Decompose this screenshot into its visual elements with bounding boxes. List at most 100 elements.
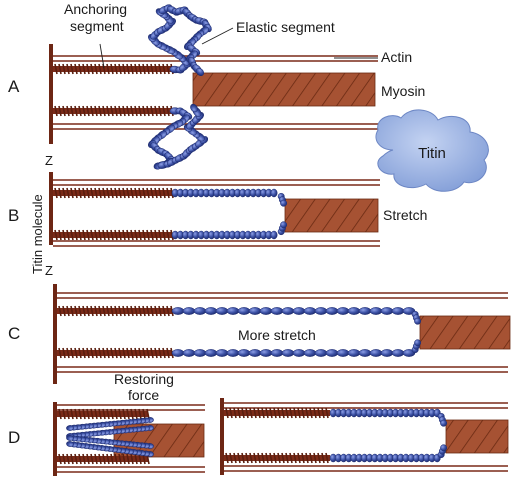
titin-bead <box>292 349 306 357</box>
panel-d-right <box>220 398 509 475</box>
titin-bead <box>226 349 240 357</box>
titin-bead <box>303 307 317 315</box>
titin-bead <box>66 435 74 441</box>
titin-bead <box>259 349 273 357</box>
restoring-force-label: force <box>128 387 159 403</box>
panel-d-left <box>53 402 205 476</box>
elastic-segment-label: Elastic segment <box>236 19 335 35</box>
titin-bead <box>281 307 295 315</box>
myosin-filament <box>445 419 509 454</box>
titin-bead <box>182 349 196 357</box>
z-disc <box>53 402 57 476</box>
z-disc <box>49 172 53 245</box>
titin-bead <box>358 307 372 315</box>
titin-bead <box>391 307 405 315</box>
anchoring-segment <box>224 452 330 464</box>
titin-bead <box>190 103 198 113</box>
z-disc <box>49 44 53 144</box>
titin-bead <box>248 307 262 315</box>
titin-bead <box>440 419 448 427</box>
titin-bead <box>237 349 251 357</box>
recoiling-elastic-segment <box>66 417 154 457</box>
elastic-segment <box>329 444 448 463</box>
panel-letter-c: C <box>8 324 20 343</box>
titin-bead <box>193 349 207 357</box>
titin-bead <box>414 339 422 347</box>
z-label: Z <box>45 263 53 278</box>
titin-bead <box>66 441 74 447</box>
anchoring-segment <box>57 408 150 420</box>
anchoring-segment <box>224 407 330 419</box>
titin-bead <box>226 307 240 315</box>
leader-line <box>99 43 105 69</box>
elastic-segment <box>148 4 212 170</box>
titin-bead <box>336 349 350 357</box>
titin-bead <box>303 349 317 357</box>
elastic-segment <box>171 188 288 207</box>
elastic-segment <box>171 307 422 325</box>
titin-bead <box>237 307 251 315</box>
titin-bead <box>204 349 218 357</box>
myosin-label: Myosin <box>381 83 425 99</box>
titin-bead <box>248 349 262 357</box>
titin-bead <box>314 307 328 315</box>
anchoring-segment <box>57 305 174 317</box>
restoring-force-label: Restoring <box>114 371 174 387</box>
elastic-segment <box>171 339 422 357</box>
leader-line <box>201 27 234 45</box>
elastic-segment <box>171 221 288 240</box>
z-disc <box>53 284 57 384</box>
titin-bead <box>171 307 185 315</box>
anchoring-segment-label: Anchoring <box>64 1 127 17</box>
elastic-segment <box>329 408 448 427</box>
titin-bead <box>281 349 295 357</box>
anchoring-segment <box>57 453 150 465</box>
titin-bead <box>325 349 339 357</box>
titin-bead <box>193 307 207 315</box>
titin-bead <box>259 307 273 315</box>
more-stretch-label: More stretch <box>238 327 316 343</box>
titin-bead <box>391 349 405 357</box>
titin-bead <box>215 349 229 357</box>
panel-b <box>49 172 380 247</box>
titin-bead <box>196 68 204 76</box>
titin-bead <box>358 349 372 357</box>
anchoring-segment <box>53 187 174 199</box>
titin-molecule-label: Titin molecule <box>30 194 45 274</box>
panel-letter-a: A <box>8 77 20 96</box>
titin-bead <box>347 349 361 357</box>
titin-bead <box>347 307 361 315</box>
titin-cloud: Titin <box>375 109 489 192</box>
titin-bead <box>336 307 350 315</box>
titin-bead <box>270 230 278 240</box>
panel-letter-b: B <box>8 206 19 225</box>
titin-bead <box>380 349 394 357</box>
stretch-label: Stretch <box>383 207 427 223</box>
titin-bead <box>270 307 284 315</box>
anchoring-segment <box>53 63 174 75</box>
actin-label: Actin <box>381 49 412 65</box>
panel-c <box>53 284 511 384</box>
titin-bead <box>204 307 218 315</box>
anchoring-segment <box>57 347 174 359</box>
titin-bead <box>280 199 288 207</box>
titin-bead <box>369 349 383 357</box>
anchoring-segment <box>53 105 174 117</box>
titin-bead <box>440 444 448 452</box>
anchoring-segment <box>53 229 174 241</box>
z-disc <box>220 398 224 475</box>
myosin-filament <box>192 72 376 107</box>
titin-bead <box>270 349 284 357</box>
panel-letter-d: D <box>8 428 20 447</box>
titin-bead <box>369 307 383 315</box>
z-label: Z <box>45 153 53 168</box>
titin-bead <box>380 307 394 315</box>
titin-bead <box>171 349 185 357</box>
titin-bead <box>325 307 339 315</box>
titin-bead <box>182 307 196 315</box>
myosin-filament <box>419 315 511 350</box>
titin-bead <box>215 307 229 315</box>
myosin-filament <box>284 198 379 233</box>
anchoring-segment-label: segment <box>70 18 124 34</box>
